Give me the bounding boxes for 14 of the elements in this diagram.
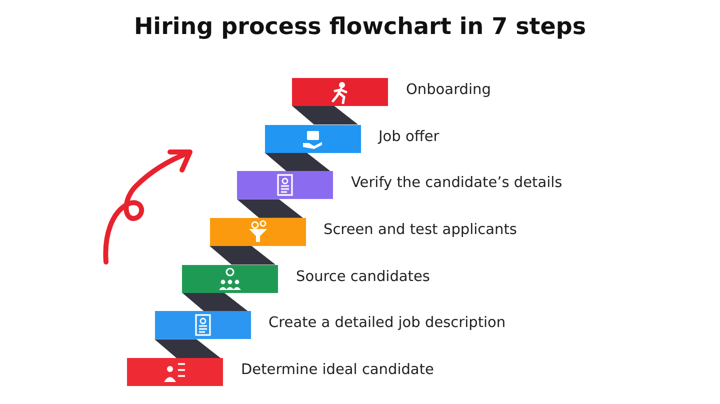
step-label: Create a detailed job description [268, 315, 506, 332]
stair-riser [210, 246, 276, 265]
step-label: Determine ideal candidate [241, 362, 434, 378]
title: Hiring process flowchart in 7 steps [132, 14, 588, 40]
step-label: Job offer [378, 128, 440, 144]
stair-riser [264, 152, 330, 172]
step-label: Screen and test applicants [324, 222, 517, 238]
stair-riser [237, 199, 303, 218]
stair-riser [182, 292, 248, 312]
step-label: Verify the candidate’s details [351, 175, 562, 192]
step-label: Source candidates [296, 268, 430, 285]
step-label: Onboarding [406, 82, 491, 98]
stair-riser [154, 339, 220, 358]
stair-riser [292, 106, 358, 124]
